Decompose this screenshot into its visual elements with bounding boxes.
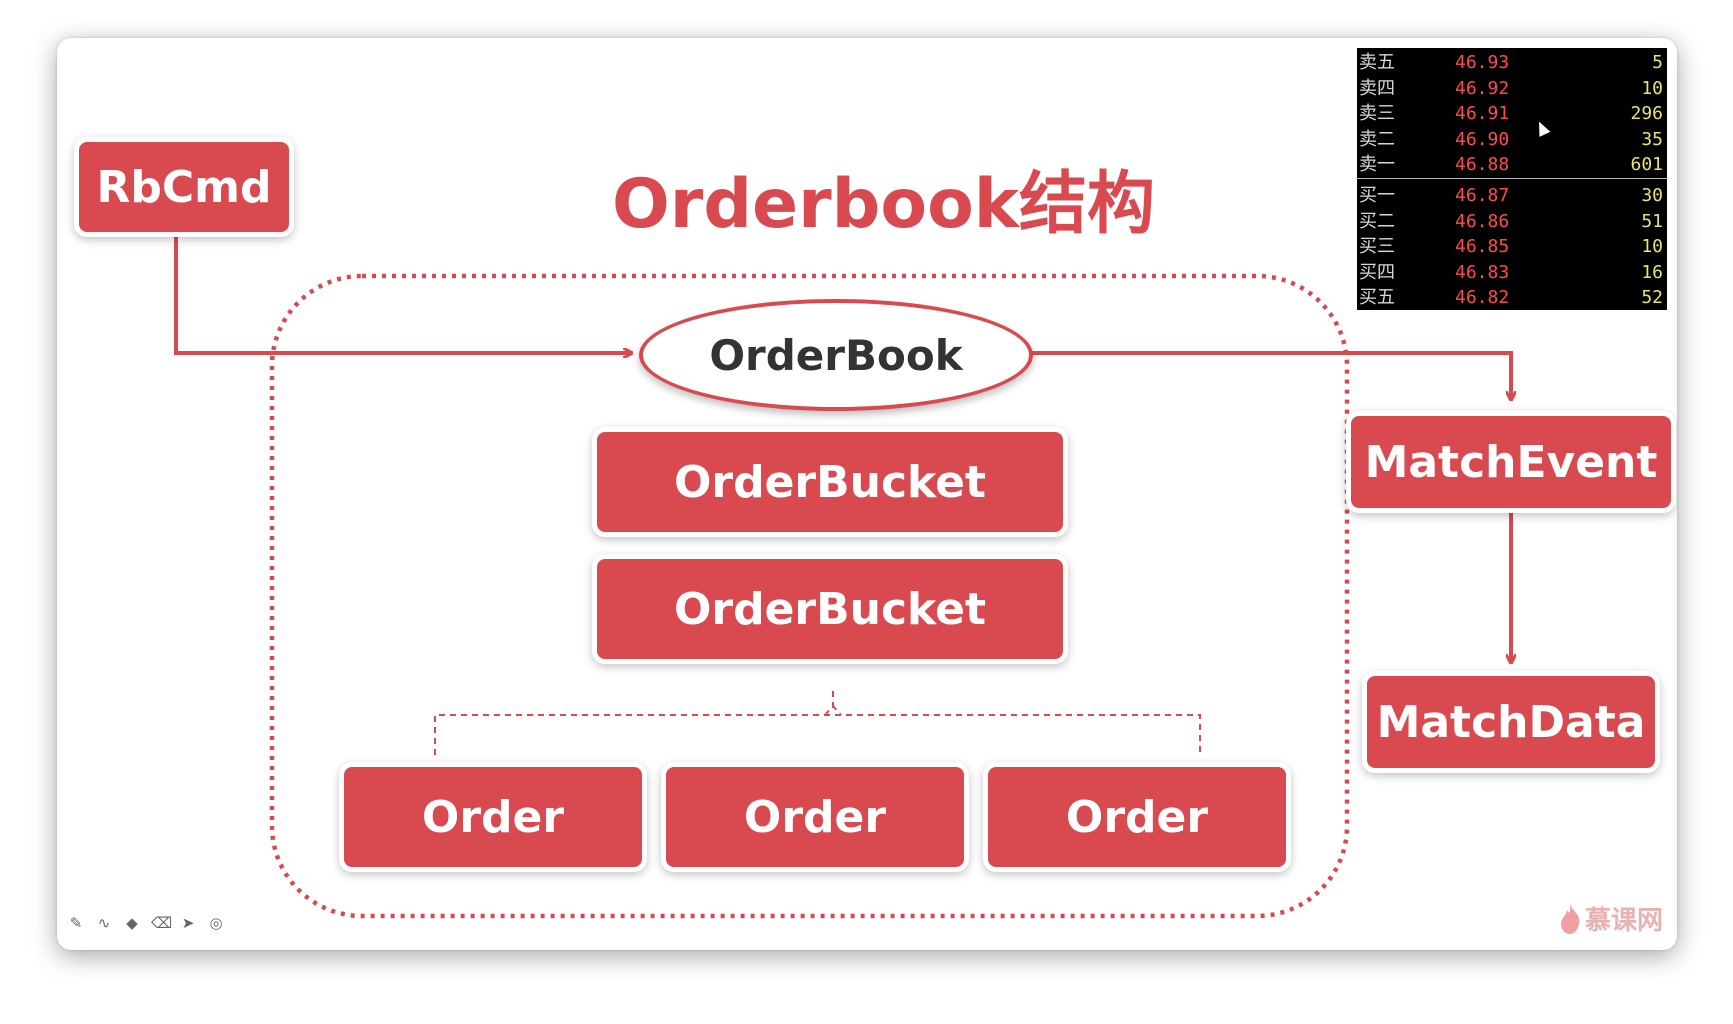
orderbook-container [269, 273, 1350, 919]
orderbook-to-matchevent-arrow [1027, 351, 1511, 400]
ask-row: 卖四 46.92 10 [1357, 77, 1667, 101]
connector-layer [174, 220, 1677, 919]
bid-row: 买四 46.83 16 [1357, 261, 1667, 285]
quote-label: 买二 [1359, 211, 1395, 232]
pen-icon[interactable]: ✎ [69, 914, 83, 932]
quote-label: 买三 [1359, 236, 1395, 257]
slide: Orderbook结构 RbCmd OrderBook OrderBucket … [57, 38, 1677, 950]
ask-row: 卖五 46.93 5 [1357, 51, 1667, 75]
quote-volume: 51 [1641, 211, 1663, 232]
ask-row: 卖一 46.88 601 [1357, 153, 1667, 177]
record-icon[interactable]: ◎ [209, 914, 223, 932]
ask-row: 卖三 46.91 296 [1357, 102, 1667, 126]
match-event-node: MatchEvent [1351, 416, 1671, 508]
curve-icon[interactable]: ∿ [97, 914, 111, 932]
orderbook-node: OrderBook [639, 299, 1033, 411]
quote-label: 卖三 [1359, 103, 1395, 124]
quote-volume: 10 [1641, 78, 1663, 99]
quote-label: 卖二 [1359, 129, 1395, 150]
quote-price: 46.93 [1455, 52, 1510, 73]
watermark-logo: 慕课网 [1559, 900, 1663, 937]
eraser-icon[interactable]: ⌫ [151, 914, 173, 932]
bid-row: 买一 46.87 30 [1357, 184, 1667, 208]
bid-row: 买二 46.86 51 [1357, 210, 1667, 234]
rbcmd-node: RbCmd [79, 142, 289, 232]
quote-price: 46.82 [1455, 287, 1510, 308]
quote-price: 46.86 [1455, 211, 1510, 232]
quote-price: 46.85 [1455, 236, 1510, 257]
order-node: Order [666, 767, 964, 867]
quote-volume: 52 [1641, 287, 1663, 308]
quote-volume: 30 [1641, 185, 1663, 206]
quote-label: 买五 [1359, 287, 1395, 308]
level2-quote-panel: 卖五 46.93 5 卖四 46.92 10 卖三 46.91 296 卖二 4… [1357, 48, 1667, 310]
quote-volume: 5 [1652, 52, 1663, 73]
ask-row: 卖二 46.90 35 [1357, 128, 1667, 152]
quote-volume: 35 [1641, 129, 1663, 150]
pointer-icon[interactable]: ➤ [181, 914, 195, 932]
quote-price: 46.87 [1455, 185, 1510, 206]
flame-icon [1560, 903, 1580, 934]
quote-volume: 10 [1641, 236, 1663, 257]
highlighter-icon[interactable]: ◆ [126, 914, 138, 932]
watermark-text: 慕课网 [1584, 906, 1663, 936]
quote-price: 46.91 [1455, 103, 1510, 124]
bid-row: 买三 46.85 10 [1357, 235, 1667, 259]
quote-price: 46.90 [1455, 129, 1510, 150]
order-node: Order [344, 767, 642, 867]
quote-price: 46.88 [1455, 154, 1510, 175]
order-bucket-node: OrderBucket [597, 432, 1063, 532]
quote-label: 卖五 [1359, 52, 1395, 73]
quote-volume: 601 [1630, 154, 1663, 175]
quote-price: 46.92 [1455, 78, 1510, 99]
order-node: Order [988, 767, 1286, 867]
quote-label: 卖一 [1359, 154, 1395, 175]
quote-volume: 16 [1641, 262, 1663, 283]
quote-price: 46.83 [1455, 262, 1510, 283]
bucket-to-orders-bracket [434, 691, 1201, 755]
order-bucket-node: OrderBucket [597, 559, 1063, 659]
bid-row: 买五 46.82 52 [1357, 286, 1667, 310]
quote-label: 卖四 [1359, 78, 1395, 99]
quote-label: 买一 [1359, 185, 1395, 206]
annotation-toolbar: ✎ ∿ ◆ ⌫ ➤ ◎ [67, 914, 225, 932]
rbcmd-to-orderbook-arrow [174, 220, 632, 353]
quote-volume: 296 [1630, 103, 1663, 124]
quote-label: 买四 [1359, 262, 1395, 283]
page-title: Orderbook结构 [612, 165, 1156, 244]
ask-bid-divider [1357, 178, 1667, 179]
match-data-node: MatchData [1367, 676, 1655, 768]
